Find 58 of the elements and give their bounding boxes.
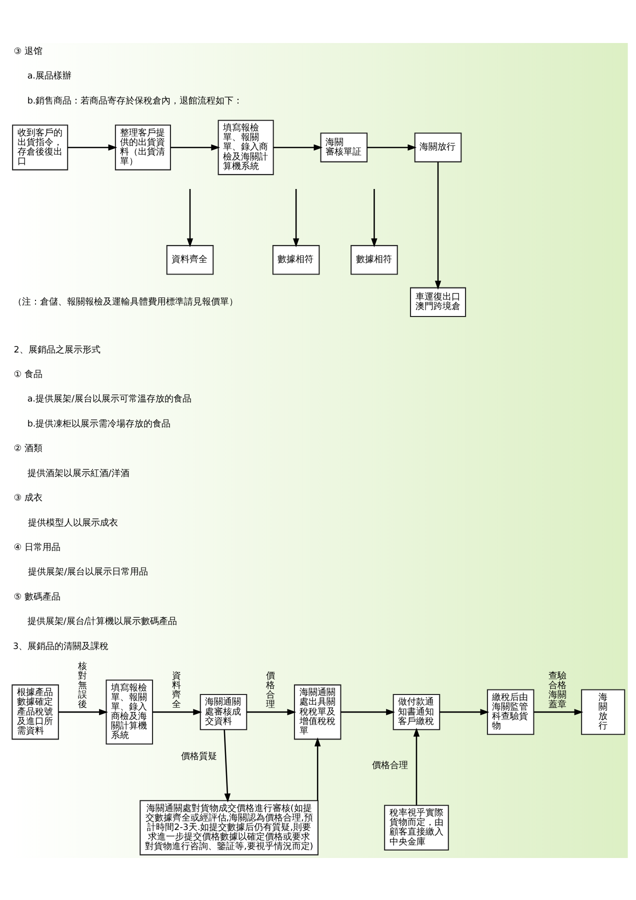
arrow xyxy=(440,708,490,715)
label: 3、展銷品的清關及課稅 xyxy=(12,641,109,652)
node-box: 繳稅后由海關監管科查驗貨物 xyxy=(486,688,534,734)
arrow xyxy=(292,188,300,247)
node-box: 根據產品數據確定產品稅號及進口所需資料 xyxy=(12,684,59,740)
node-box: 填寫報檢單、報關單、錄入商檢及海關計算機系統 xyxy=(218,119,274,175)
node-box: 車運復出口澳門跨境倉 xyxy=(410,286,466,317)
label: 2、展銷品之展示形式 xyxy=(14,344,100,355)
node-box: 填寫報檢單、報關單、錄入商檢及海關計算機系統 xyxy=(106,679,154,744)
edge-label: 查驗合格海關蓋章 xyxy=(548,670,567,710)
node-box: 海關放行 xyxy=(414,132,462,162)
arrow xyxy=(340,708,396,715)
label: 提供展架/展台以展示日常用品 xyxy=(28,567,148,578)
arrow xyxy=(413,727,420,805)
label: 提供酒架以展示紅酒/洋酒 xyxy=(27,468,130,478)
edge-label: 核對無誤後 xyxy=(78,661,87,710)
arrow xyxy=(273,144,323,150)
label: 提供展架/展台/計算機以展示數碼產品 xyxy=(27,616,178,627)
label: ④ 日常用品 xyxy=(14,542,60,553)
node-box: 資料齊全 xyxy=(166,244,214,274)
edge-label: 資料齊全 xyxy=(172,670,181,710)
arrow xyxy=(58,708,108,715)
label: a.提供展架/展台以展示可常溫存放的食品 xyxy=(27,394,192,404)
arrow xyxy=(246,708,296,715)
arrow xyxy=(314,736,321,800)
edge-label: 價格質疑 xyxy=(181,752,218,762)
arrow xyxy=(68,144,118,150)
edge-label: 價格合理 xyxy=(372,760,408,771)
node-box: 稅率視乎實際貨物而定，由顧客直接繳入中央金庫 xyxy=(384,804,449,850)
arrow xyxy=(170,144,220,150)
label: b.提供凍柜以展示需冷場存放的食品 xyxy=(27,418,171,429)
node-box: 海關通關處審核成交資料 xyxy=(200,694,248,730)
node-box: 海關放行 xyxy=(581,688,626,734)
edge-label: 價格合理 xyxy=(266,670,276,710)
arrow xyxy=(152,708,202,715)
node-box: 收到客戶的出貨指令，存倉後復出口 xyxy=(12,124,68,170)
node-box: 數據相符 xyxy=(350,244,398,274)
arrow xyxy=(434,162,442,290)
node-box: 整理客戶提供的出貨資料（出貨清單） xyxy=(114,124,171,170)
label: 提供模型人以展示成衣 xyxy=(28,518,118,528)
label: ② 酒類 xyxy=(14,444,42,454)
label: ① 食品 xyxy=(14,369,42,380)
label: b.銷售商品：若商品寄存於保稅倉內，退館流程如下： xyxy=(27,96,243,106)
label: ⑤ 數碼產品 xyxy=(14,592,60,602)
label: ③ 退馆 xyxy=(14,46,42,57)
arrow xyxy=(534,708,584,715)
label: ③ 成衣 xyxy=(14,493,42,504)
node-box: 海關審核單証 xyxy=(320,132,368,162)
arrow xyxy=(186,188,194,247)
arrow xyxy=(367,144,417,150)
node-box: 海關通關處出具關稅稅單及增值稅稅單 xyxy=(294,684,342,740)
node-box: 海關通關處對貨物成交價格進行審核(如提交數據齊全或經評估,海關認為價格合理,預計時間2-3天.如提交數據后仍有質疑,則要求進一步提交價格數據以確定價格或要求對貨物進行咨詢、鑒証等,要視乎情況而定) xyxy=(140,800,319,855)
node-box: 做付款通知書通知客戶繳稅 xyxy=(392,694,440,730)
label: a.展品樣辦 xyxy=(27,71,72,82)
node-box: 數據相符 xyxy=(272,244,320,274)
arrow xyxy=(224,729,231,802)
arrow xyxy=(371,188,378,247)
label: （注：倉儲、報關報檢及運輸具體費用標準請見報價單） xyxy=(12,296,238,307)
